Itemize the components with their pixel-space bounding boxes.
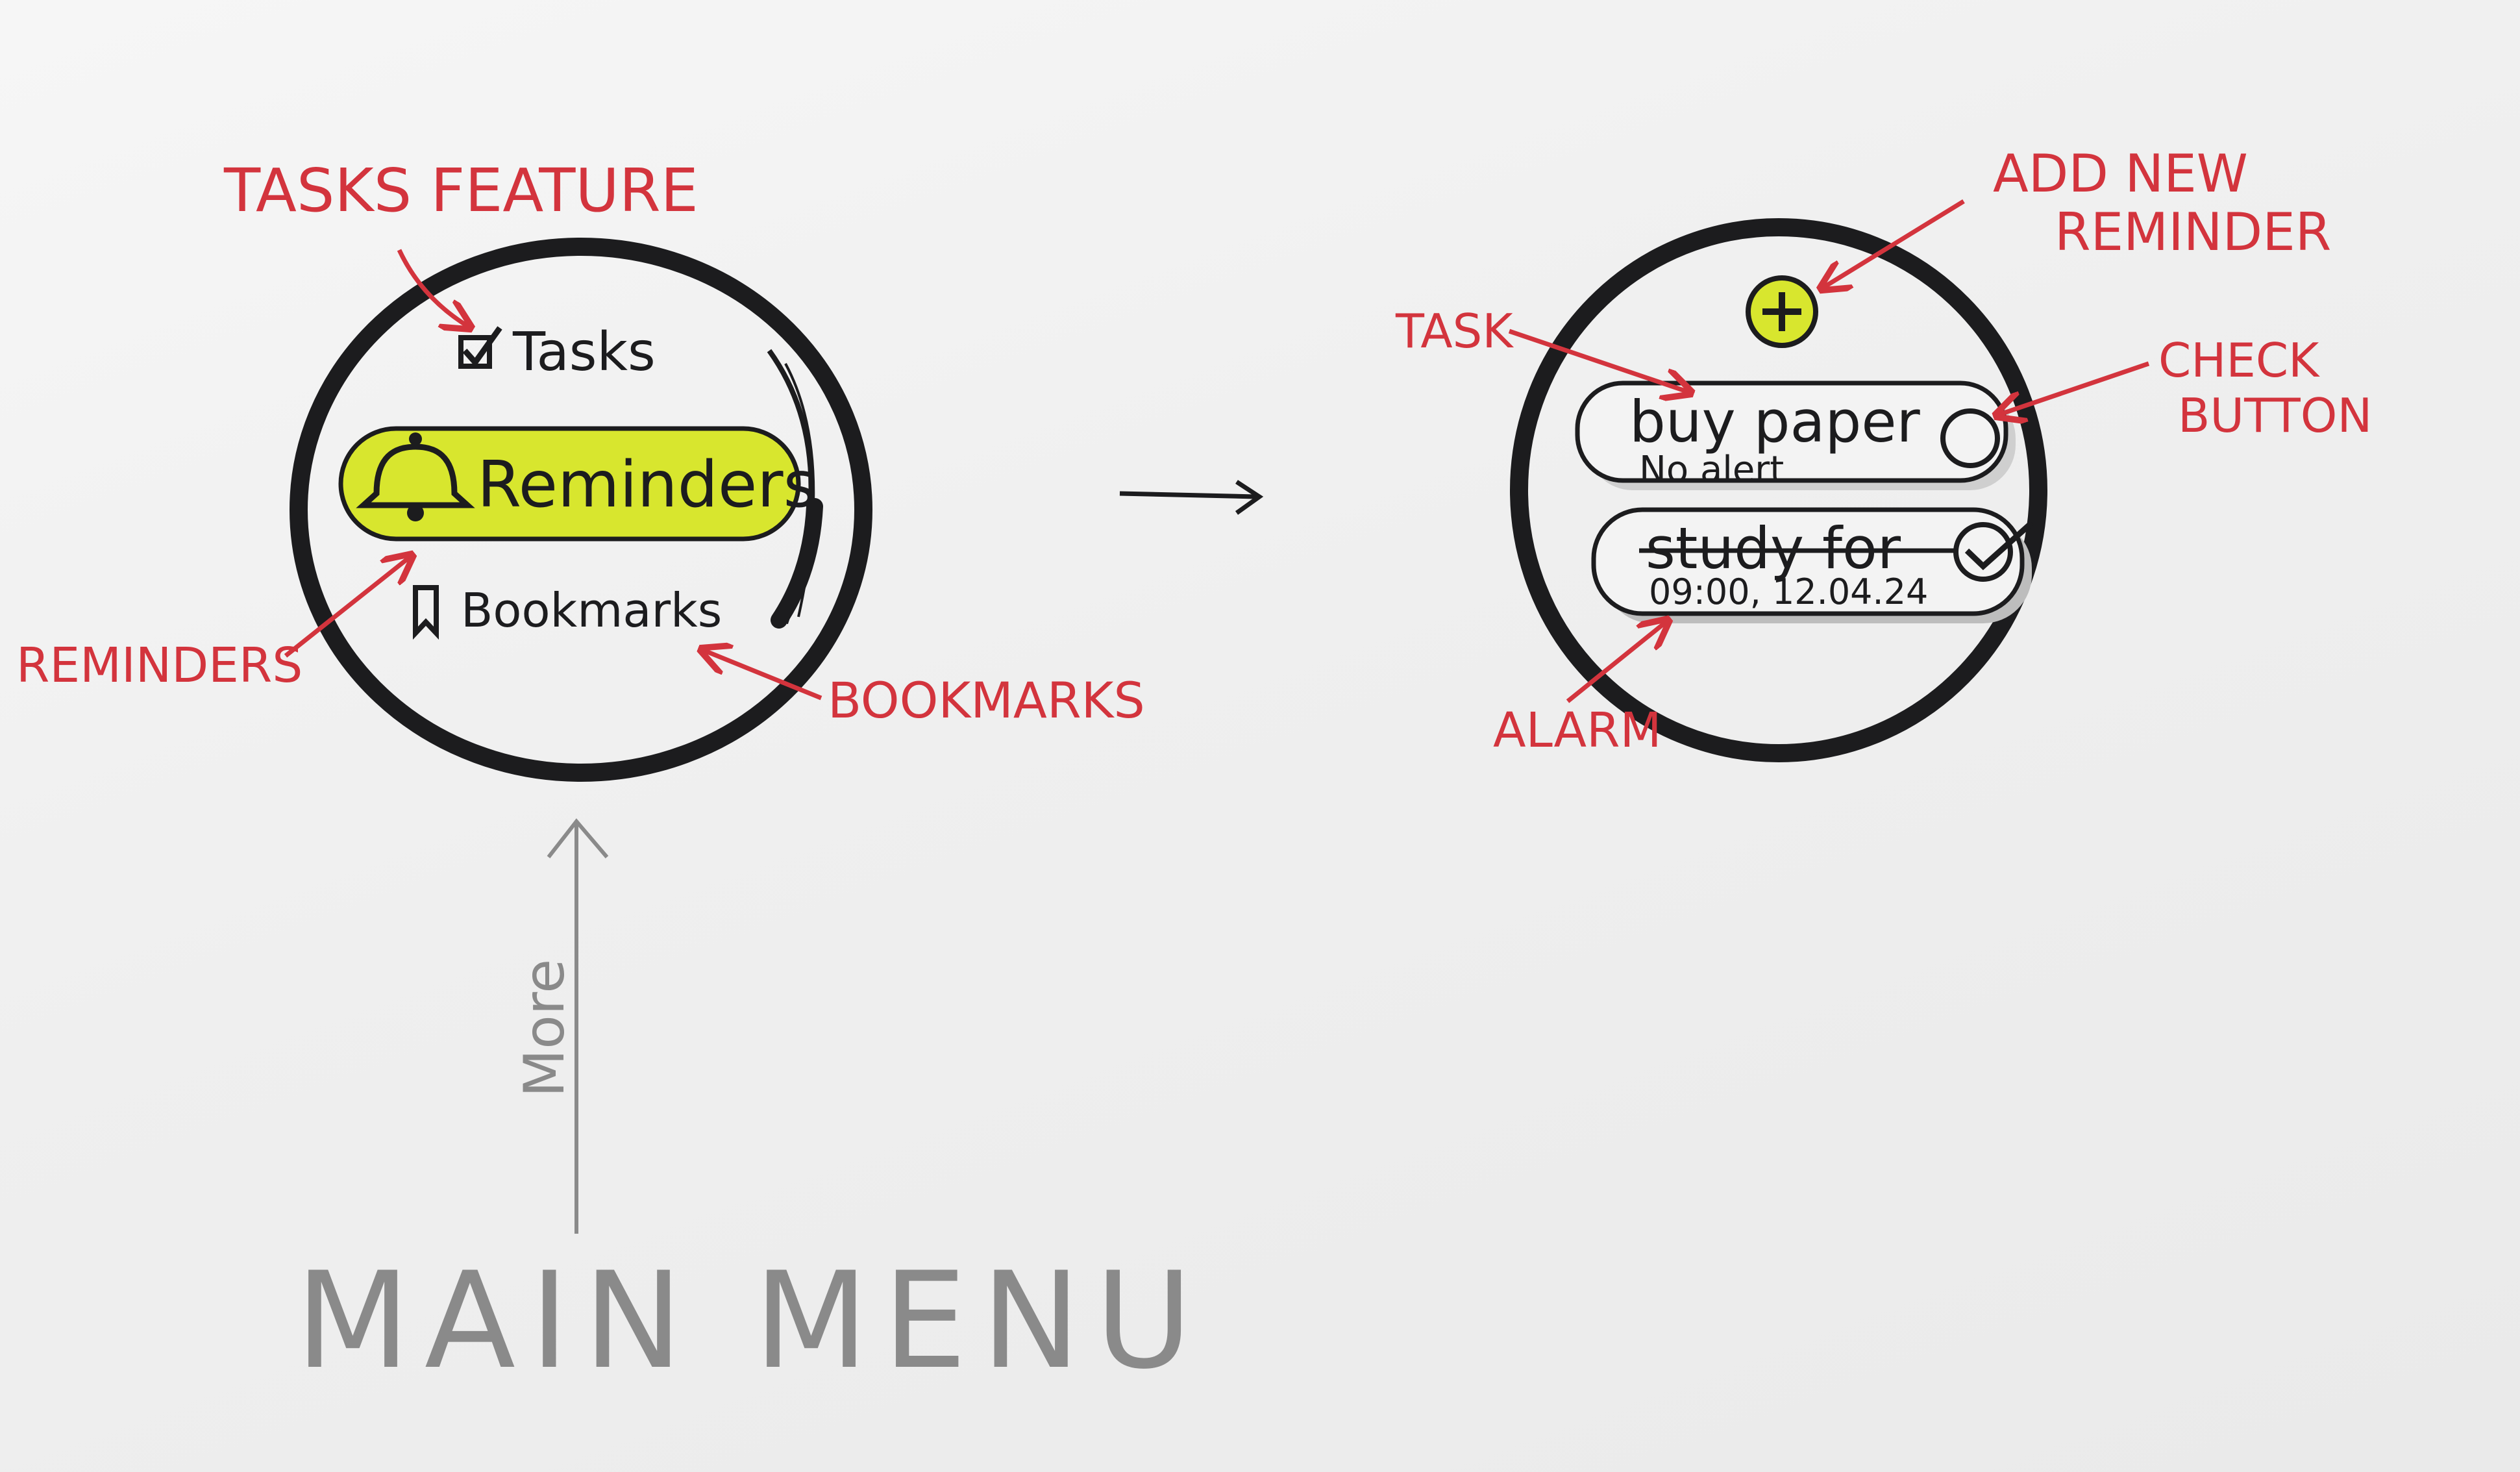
annotation-check: CHECK [2158,333,2320,388]
watch-face-outline [1510,218,2047,762]
check-button[interactable] [1953,520,2034,582]
pencil-notes: More MAIN MENU [295,818,1207,1399]
reminder-subtitle: 09:00, 12.04.24 [1649,571,1928,612]
bookmark-icon [413,585,439,640]
reminders-highlight [338,426,801,542]
more-label: More [512,959,577,1097]
add-reminder-button[interactable] [1746,275,1818,348]
reminders-watch: buy paper No alert study for 09:00, 12.0… [1510,218,2047,762]
watch-face-outline [290,238,872,782]
reminder-card[interactable]: study for 09:00, 12.04.24 [1591,507,2034,623]
menu-scrollbar[interactable] [767,349,823,629]
annotation-add-new-reminder: REMINDER [2055,202,2331,262]
main-menu-watch: Tasks Reminders Bookmarks [290,238,872,782]
menu-item-reminders[interactable]: Reminders [338,426,817,542]
annotation-tasks-feature: TASKS FEATURE [223,156,698,225]
menu-item-tasks[interactable]: Tasks [458,321,656,383]
annotation-add-new: ADD NEW [1993,143,2248,204]
menu-item-tasks-label: Tasks [512,321,656,383]
annotation-alarm: ALARM [1493,703,1661,758]
scrollbar-thumb[interactable] [771,498,823,629]
menu-item-bookmarks[interactable]: Bookmarks [413,583,722,640]
scroll-up-arrow [547,818,609,1234]
annotations: TASKS FEATURE REMINDERS BOOKMARKS ADD NE… [16,143,2372,758]
check-button[interactable] [1940,408,2000,468]
annotation-check-button: BUTTON [2178,388,2372,443]
menu-item-reminders-label: Reminders [477,448,817,522]
main-menu-caption: MAIN MENU [295,1244,1207,1399]
annotation-bookmarks: BOOKMARKS [828,671,1145,729]
reminder-card[interactable]: buy paper No alert [1575,380,2016,491]
annotation-task: TASK [1395,304,1514,358]
checkbox-icon [458,326,502,369]
bell-icon [356,432,475,521]
plus-icon [1762,292,1801,331]
reminder-title: buy paper [1629,388,1920,455]
annotation-reminders: REMINDERS [16,638,303,693]
transition-arrow [1119,480,1264,515]
checkmark-icon [1964,520,2034,571]
menu-item-bookmarks-label: Bookmarks [461,583,722,638]
reminder-subtitle: No alert [1639,449,1784,491]
